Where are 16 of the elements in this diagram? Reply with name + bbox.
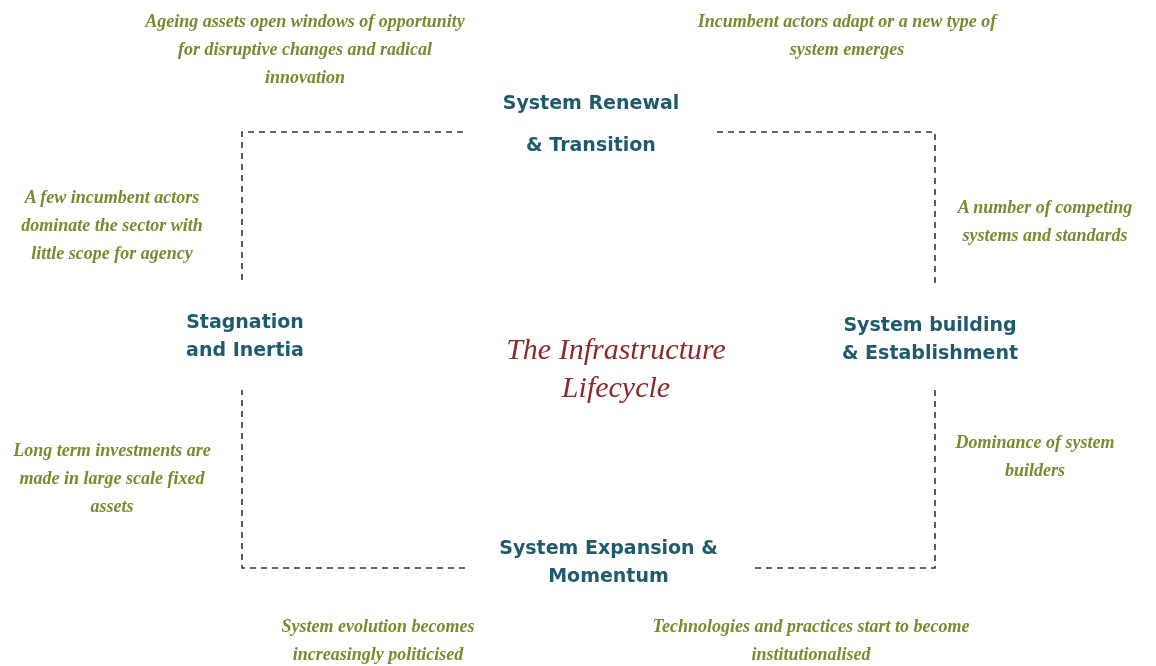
stage-note: Long term investments are made in large scale fixed assets — [12, 439, 212, 518]
dashed-connector — [716, 131, 936, 286]
dashed-connector — [241, 389, 466, 569]
diagram-title: The Infrastructure Lifecycle — [505, 331, 727, 405]
stage-note: A few incumbent actors dominate the sector with little scope for agency — [20, 186, 204, 265]
stage-note: Incumbent actors adapt or a new type of system emerges — [697, 10, 997, 61]
dashed-connector — [241, 131, 466, 281]
stage-label: System Expansion & Momentum — [498, 535, 719, 588]
stage-note: Ageing assets open windows of opportunity for disruptive changes and radical innovation — [145, 10, 465, 89]
stage-note: Technologies and practices start to become institutionalised — [651, 615, 971, 666]
stage-note: System evolution becomes increasingly politicised — [280, 615, 476, 666]
stage-label: System building & Establishment — [840, 311, 1020, 365]
stage-note: A number of competing systems and standards — [956, 196, 1134, 247]
stage-note: Dominance of system builders — [954, 431, 1116, 482]
stage-label: System Renewal & Transition — [501, 89, 681, 157]
stage-label: Stagnation and Inertia — [185, 309, 305, 362]
